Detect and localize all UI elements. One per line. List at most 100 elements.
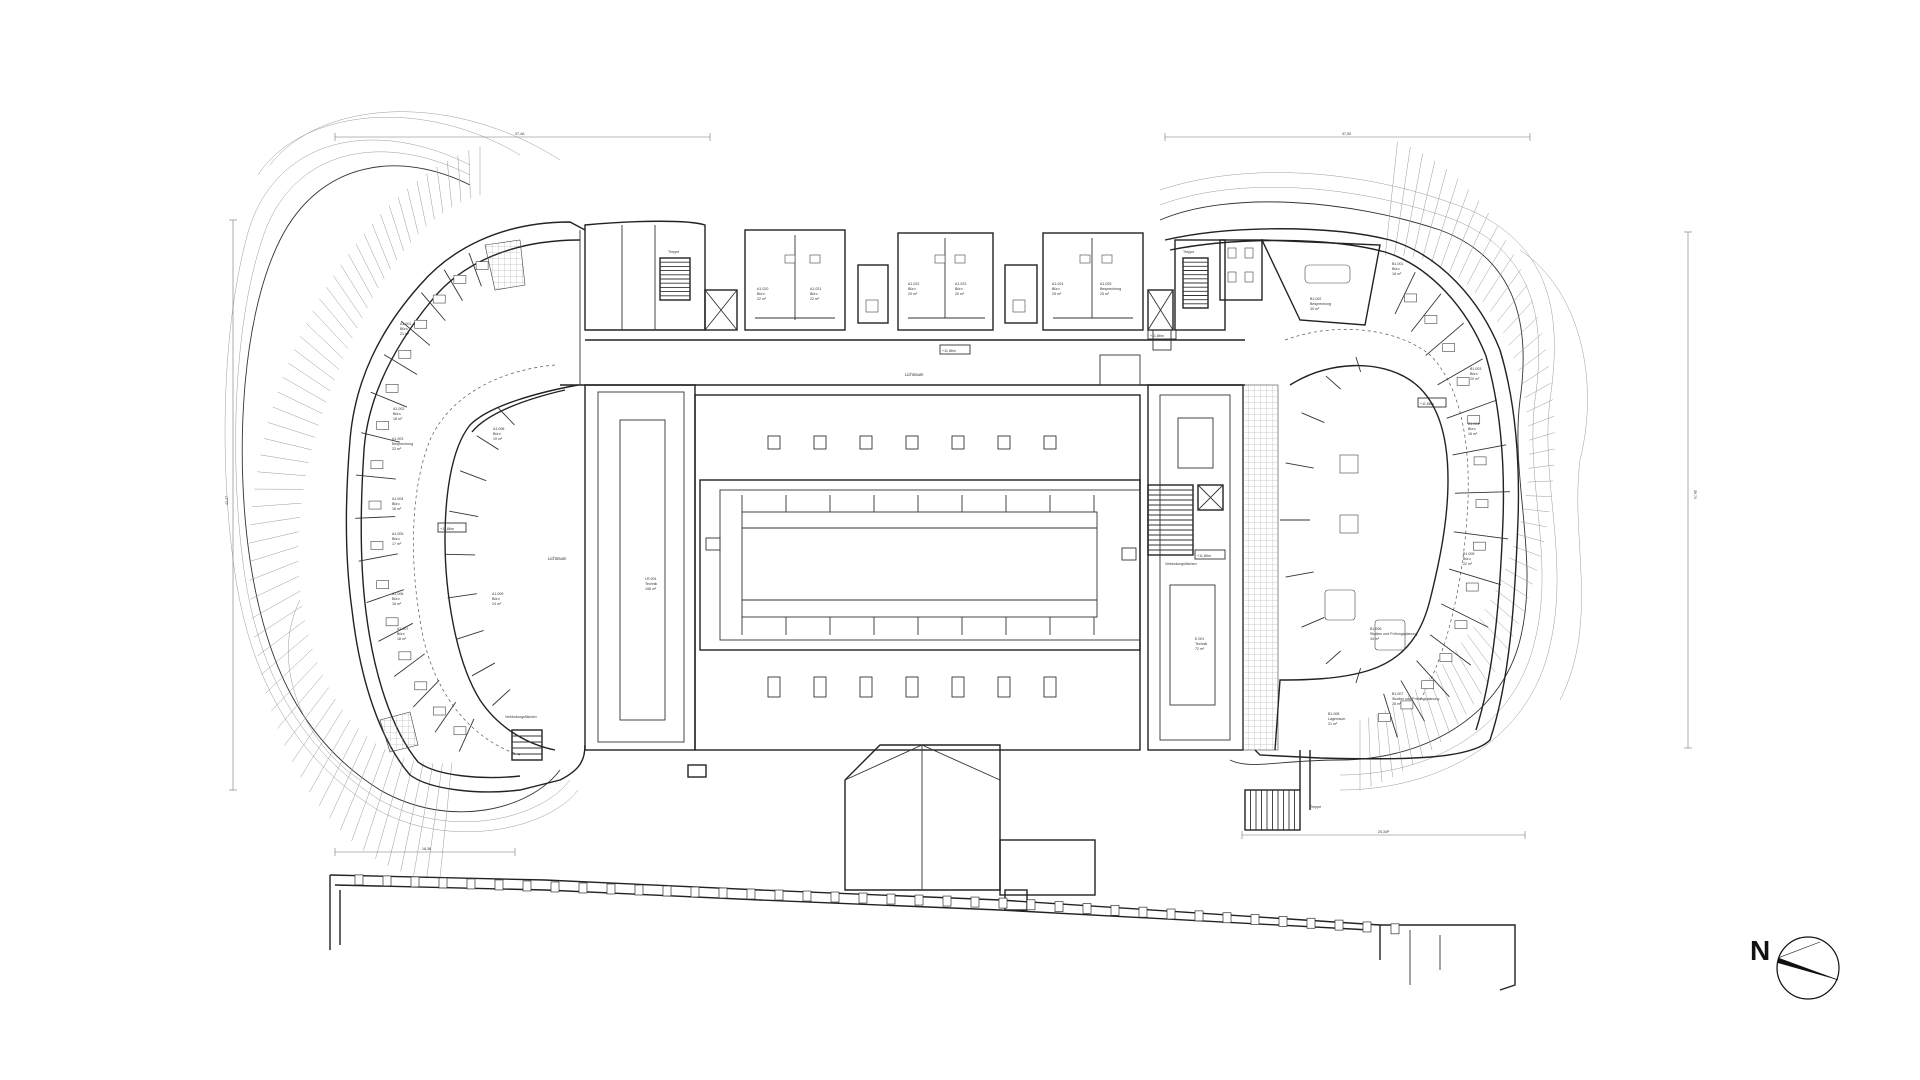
mesh-line [249,531,299,544]
room-name-left-5: Büro [392,537,400,541]
partition-wall [434,701,457,733]
partition-wall [370,391,408,408]
level-marker-4: +11,86m [1197,554,1211,558]
room-area-top-3: 20 m² [908,292,918,296]
partition-wall [1355,668,1362,684]
skylight [767,435,781,450]
level-marker-2: +11,86m [1150,334,1164,338]
mesh-line [282,377,327,403]
room-area-right-4: 16 m² [1468,432,1478,436]
left-void-code: LR.001 [645,577,657,581]
window-opening [1250,914,1260,925]
stair-label-bottom-right: Treppe [1310,805,1321,809]
partition-wall [1429,634,1472,666]
mesh-line [1528,464,1555,469]
room-area-right-1: 18 m² [1392,272,1402,276]
right-service-strip: E.001 Technik 72 m² Verbindungsflächen [1147,384,1279,751]
partition-wall [361,432,400,443]
window-opening [634,884,644,896]
dim-left-vertical: 43,27 [225,496,229,505]
room-area-top-5: 25 m² [1052,292,1062,296]
room-area-left-1: 21 m² [400,332,410,336]
partition-wall [356,474,396,480]
top-left-block: Treppe [584,220,738,331]
mesh-line [252,502,302,508]
mesh-line [1412,160,1436,258]
desk [475,261,489,270]
desk [1473,541,1486,551]
facade-mesh-left [224,111,579,833]
mesh-line [1392,705,1404,772]
mesh-line [1526,399,1554,413]
dim-right-vertical: 39,74 [1693,490,1697,499]
room-name-left-3: Besprechung [392,442,413,446]
partition-wall [1449,568,1501,586]
central-atrium: LR.001 Technik 196 m² Lichtraum [548,384,1141,751]
mesh-line [416,180,427,227]
stair-left-bottom [511,729,543,761]
room-name-left-2: Büro [393,412,401,416]
mesh-line [1478,617,1508,649]
room-name-top-4: Büro [955,287,963,291]
partition-wall [1285,462,1314,469]
mesh-line [457,155,462,203]
mesh-line [1495,589,1524,612]
mesh-line [371,223,391,270]
mesh-line [1435,671,1459,725]
room-name-right-5: Büro [1463,557,1471,561]
desk [1467,415,1481,424]
room-area-right-6: 34 m² [1370,637,1380,641]
mesh-line [397,196,412,243]
window-opening [494,879,504,891]
facade-mesh-lines-left [248,146,481,881]
mesh-line [1489,599,1519,625]
room-code-left-1: A1.001 [400,322,411,326]
top-right-stair-block: Treppe [1147,239,1226,331]
north-arrow: N [1750,935,1840,1000]
partition-wall [492,689,511,706]
window-opening [1390,923,1400,935]
mesh-line [300,709,343,778]
mesh-line [426,763,443,879]
skylight [859,676,873,698]
mesh-line [1474,239,1507,293]
partition-wall [443,269,463,301]
mesh-line [1508,316,1539,346]
left-void-area: 196 m² [645,587,657,591]
room-area-top-1: 22 m² [757,297,767,301]
room-name-right-7: Studien und Prüfungsplanung [1392,697,1439,701]
mesh-line [1422,169,1447,260]
room-name-left-8: Büro [493,432,501,436]
wc-hatched-room [484,239,526,291]
level-markers: +11,86m +11,86m +11,86m +11,86m +11,86m [437,329,1447,560]
room-name-top-1: Büro [757,292,765,296]
window-opening [522,880,532,892]
desk [398,349,412,359]
partition-wall [1446,399,1498,419]
level-marker-1: +11,86m [942,349,956,353]
desk [376,421,389,430]
mesh-line [351,749,386,842]
desk [1400,700,1414,710]
desk [1442,343,1455,352]
mesh-line [1517,534,1545,543]
window-opening [578,882,588,894]
mesh-line [347,253,374,299]
window-opening [1026,899,1036,911]
top-small-rooms-2 [1004,264,1038,324]
mesh-line [1442,664,1467,715]
partition-wall [1325,375,1341,390]
mesh-line [1440,189,1469,267]
right-area: 72 m² [1195,647,1205,651]
partition-wall [458,718,475,752]
room-area-right-5: 22 m² [1463,562,1473,566]
window-opening [662,885,672,897]
mesh-line [265,648,313,694]
room-name-right-6: Studien und Prüfungsplanung [1370,632,1417,636]
mesh-line [251,590,301,619]
mesh-line [1521,366,1550,385]
window-opening [914,894,924,906]
room-area-right-8: 21 m² [1328,722,1338,726]
top-office-block-1: A1.020 Büro 22 m² A1.021 Büro 22 m² [744,229,846,331]
desk [385,617,399,627]
